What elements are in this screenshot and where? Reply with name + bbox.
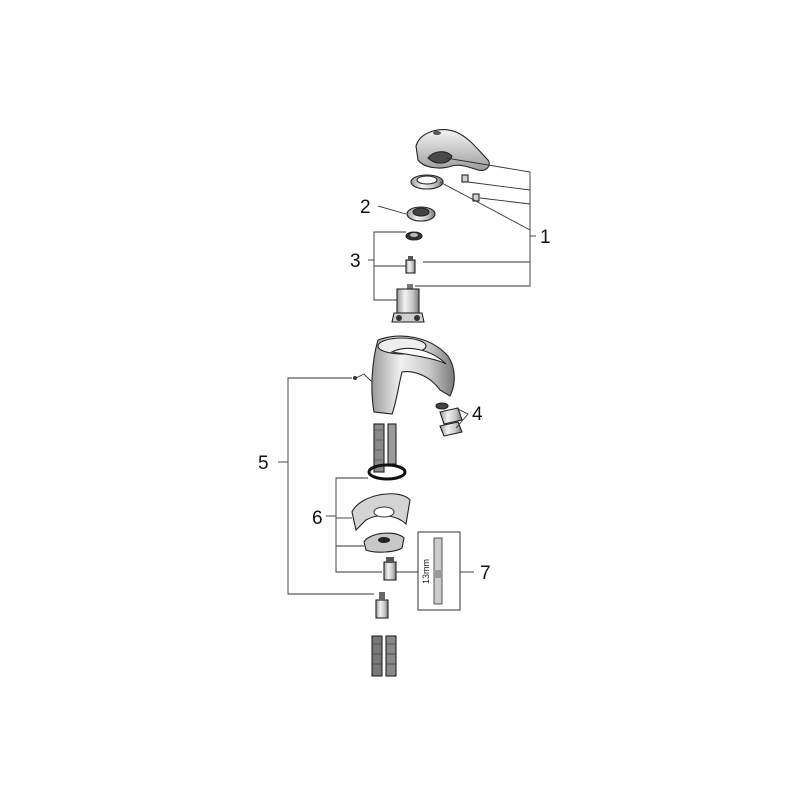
callout-2: 2 <box>360 197 371 218</box>
hose-end-fittings <box>371 635 397 677</box>
callout-labels: 1 2 3 4 5 6 7 13mm <box>258 197 551 584</box>
connector-plug <box>375 592 389 619</box>
tool-size-label: 13mm <box>421 559 431 584</box>
threaded-rod-nut <box>383 557 397 581</box>
callout-4: 4 <box>472 404 483 425</box>
o-ring-seal <box>367 463 407 481</box>
faucet-body <box>353 335 455 415</box>
cartridge-nut <box>405 231 423 241</box>
leader-lines <box>278 157 536 595</box>
horseshoe-clamp <box>363 532 405 553</box>
handle-set-screws <box>461 174 480 202</box>
aerator-assembly <box>435 402 463 437</box>
flexible-hoses <box>373 423 397 473</box>
ceramic-cartridge <box>391 284 425 323</box>
callout-5: 5 <box>258 453 269 474</box>
handle-cover-ring <box>410 174 444 190</box>
installation-tool-box <box>417 531 461 611</box>
spindle-adapter <box>405 256 416 274</box>
callout-1: 1 <box>540 227 551 248</box>
escutcheon-ring <box>406 206 436 222</box>
callout-3: 3 <box>350 251 361 272</box>
lever-handle <box>415 129 490 171</box>
callout-7: 7 <box>480 563 491 584</box>
fixing-gasket <box>351 493 411 532</box>
callout-6: 6 <box>312 508 323 529</box>
